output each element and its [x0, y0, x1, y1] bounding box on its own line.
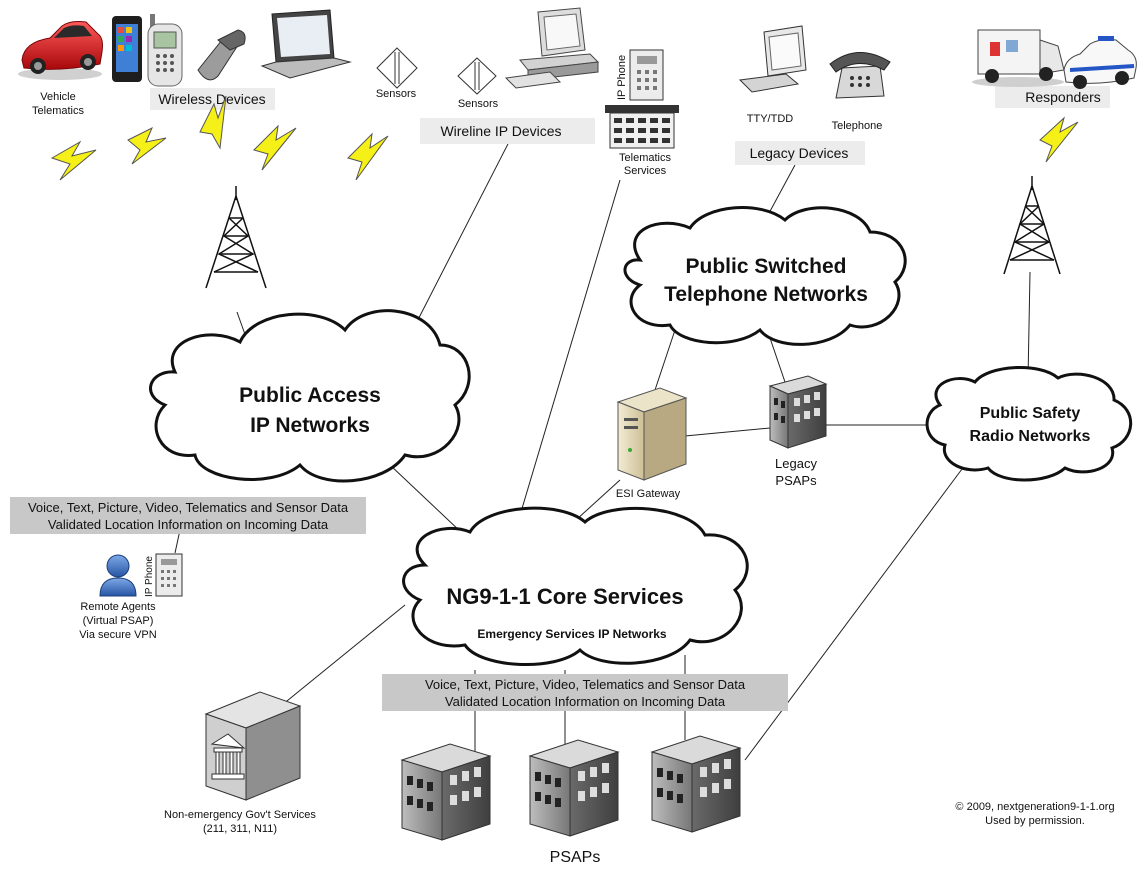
group-label-wireless-devices: Wireless Devices: [158, 91, 265, 107]
data-bar-lower: [382, 674, 788, 711]
label-sensors-2: Sensors: [458, 98, 499, 110]
government-building-icon: [204, 691, 302, 801]
line-esi-to-legacy-psaps: [684, 427, 771, 437]
line-radio-tower-to-radio: [1027, 271, 1031, 381]
cell-tower-icon: [205, 186, 267, 289]
lightning-icon-1: [50, 140, 97, 181]
copyright-line-2: Used by permission.: [985, 815, 1085, 827]
label-tty-tdd: TTY/TDD: [747, 113, 793, 125]
cloud-title-pstn-2: Telephone Networks: [664, 283, 868, 306]
label-ip-phone: IP Phone: [616, 55, 628, 100]
line-legacy-devices-to-pstn: [767, 164, 796, 216]
cell-phone-icon: [147, 14, 183, 87]
desktop-computer-icon: [504, 7, 600, 89]
ambulance-icon: [972, 29, 1065, 87]
telematics-services-building-icon: [605, 105, 679, 149]
label-vehicle-telematics-1: Vehicle: [40, 91, 75, 103]
cloud-title-radio-2: Radio Networks: [970, 428, 1091, 445]
sensor-icon-1: [376, 47, 418, 89]
group-label-legacy-devices: Legacy Devices: [750, 145, 849, 161]
legacy-psaps-building-icon: [768, 375, 828, 449]
group-box-responders: [995, 86, 1110, 108]
lightning-icon-5: [347, 132, 389, 181]
line-pstn-to-legacy-psaps: [769, 337, 786, 383]
person-icon: [99, 554, 137, 597]
data-bar-upper-line-2: Validated Location Information on Incomi…: [48, 517, 329, 532]
sensor-icon-2: [457, 57, 497, 95]
label-legacy-psaps-1: Legacy: [775, 456, 817, 471]
label-sensors-1: Sensors: [376, 88, 417, 100]
data-bar-upper: [10, 497, 366, 534]
label-remote-agents-3: Via secure VPN: [79, 629, 157, 641]
group-box-legacy: [735, 141, 865, 165]
cloud-ng911-core: [402, 506, 749, 666]
group-box-wireless: [150, 88, 275, 110]
lightning-icon-responders: [1039, 116, 1079, 163]
copyright-line-1: © 2009, nextgeneration9-1-1.org: [955, 801, 1114, 813]
group-label-wireline-ip-devices: Wireline IP Devices: [440, 123, 561, 139]
cloud-title-radio-1: Public Safety: [980, 405, 1081, 422]
psap-building-icon-2: [528, 739, 620, 837]
label-vehicle-telematics-2: Telematics: [32, 105, 84, 117]
label-legacy-psaps-2: PSAPs: [775, 473, 817, 488]
label-nonemergency-2: (211, 311, N11): [203, 823, 277, 835]
data-bar-lower-line-2: Validated Location Information on Incomi…: [445, 694, 726, 709]
line-telematics-to-core: [514, 179, 621, 533]
line-core-to-govt: [281, 604, 406, 706]
lightning-bolts: [50, 95, 1079, 181]
smartphone-icon: [112, 16, 142, 82]
cloud-public-safety-radio: [925, 366, 1133, 482]
cloud-title-pstn-1: Public Switched: [685, 255, 846, 278]
remote-ip-phone-icon: [155, 553, 183, 597]
lightning-icon-3: [199, 95, 227, 150]
cloud-title-public-access-1: Public Access: [239, 384, 381, 407]
cloud-public-access: [149, 309, 471, 483]
label-telematics-services-2: Services: [624, 165, 667, 177]
line-wireline-to-public-access: [404, 139, 511, 346]
car-icon: [18, 21, 103, 80]
lightning-icon-4: [253, 124, 297, 171]
telephone-icon: [829, 52, 891, 99]
radio-tower-icon: [1003, 176, 1061, 275]
cloud-title-ng911-core: NG9-1-1 Core Services: [446, 584, 683, 609]
group-box-wireline: [420, 118, 595, 144]
label-remote-ip-phone: IP Phone: [144, 556, 155, 597]
psap-building-icon-1: [400, 743, 492, 841]
laptop-icon: [260, 9, 352, 79]
lightning-icon-2: [127, 126, 167, 165]
data-bar-upper-line-1: Voice, Text, Picture, Video, Telematics …: [28, 500, 349, 515]
label-telematics-services-1: Telematics: [619, 152, 671, 164]
label-psaps: PSAPs: [550, 849, 601, 866]
psap-building-icon-3: [650, 735, 742, 833]
data-bar-lower-line-1: Voice, Text, Picture, Video, Telematics …: [425, 677, 746, 692]
label-remote-agents-2: (Virtual PSAP): [83, 615, 154, 627]
line-public-access-to-core: [389, 464, 463, 534]
cloud-title-public-access-2: IP Networks: [250, 414, 370, 437]
label-nonemergency-1: Non-emergency Gov't Services: [164, 809, 316, 821]
flip-phone-icon: [197, 29, 246, 81]
cloud-subtitle-ng911-core: Emergency Services IP Networks: [477, 627, 667, 641]
group-label-responders: Responders: [1025, 89, 1101, 105]
line-pstn-to-esi: [654, 329, 676, 391]
esi-gateway-server-icon: [616, 387, 688, 481]
cloud-pstn: [623, 206, 907, 346]
police-car-icon: [1063, 36, 1137, 89]
ip-phone-icon: [629, 49, 664, 101]
line-radio-to-psap-3: [744, 464, 966, 761]
label-remote-agents-1: Remote Agents: [80, 601, 156, 613]
tty-tdd-icon: [738, 25, 807, 93]
label-telephone: Telephone: [832, 120, 883, 132]
label-esi-gateway: ESI Gateway: [616, 488, 681, 500]
